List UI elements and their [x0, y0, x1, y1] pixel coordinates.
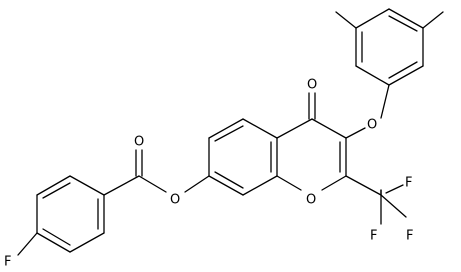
bond — [242, 118, 278, 139]
fluorine-aryl-label: F — [4, 255, 11, 270]
bond — [355, 8, 390, 29]
double-bond-inner — [42, 228, 71, 246]
bond — [208, 118, 244, 139]
double-bond-inner — [388, 61, 418, 79]
bond-c-f-top — [385, 184, 404, 194]
bond-ring-carbonyl — [103, 175, 140, 196]
fluorine-cf3-left-label: F — [370, 229, 377, 244]
bond-carbonyl-o — [138, 175, 167, 193]
double-bond-inner — [388, 15, 418, 32]
bond-o-aryl — [380, 84, 390, 119]
methyl-bond-right — [422, 11, 444, 29]
carbonyl-oxygen-label: O — [134, 135, 144, 150]
bond — [388, 8, 424, 29]
bond — [36, 232, 71, 253]
ketone-oxygen-label: O — [307, 78, 317, 93]
bond — [242, 175, 278, 196]
fluorophenyl-ring — [36, 175, 105, 253]
dimethylphenyl-ring — [355, 8, 424, 86]
bond — [276, 118, 313, 139]
pyranone-ring — [276, 118, 347, 191]
ester-oxygen-label: O — [170, 193, 180, 208]
bond — [311, 118, 347, 139]
double-bond-inner — [214, 125, 244, 142]
bond-c-f-right — [380, 194, 407, 218]
bond-c-f — [17, 232, 38, 256]
bond — [69, 232, 105, 253]
methyl-bond-left — [335, 11, 357, 29]
ring-oxygen-label: O — [306, 193, 316, 208]
bond — [321, 175, 347, 191]
bond — [276, 175, 302, 191]
bond — [355, 65, 390, 86]
chromone-benzo-ring — [208, 118, 278, 196]
bond-o-ring — [184, 175, 210, 193]
bond-c3-o — [345, 127, 366, 139]
ether-oxygen-label: O — [367, 118, 377, 133]
bond-c2-cf3 — [345, 175, 382, 196]
double-bond-inner — [42, 182, 71, 199]
bond — [208, 175, 244, 196]
fluorine-cf3-top-label: F — [405, 176, 412, 191]
double-bond-inner — [214, 171, 244, 189]
bond — [36, 175, 71, 196]
fluorine-cf3-right-label: F — [406, 229, 413, 244]
bond — [69, 175, 105, 196]
bond — [388, 65, 424, 86]
